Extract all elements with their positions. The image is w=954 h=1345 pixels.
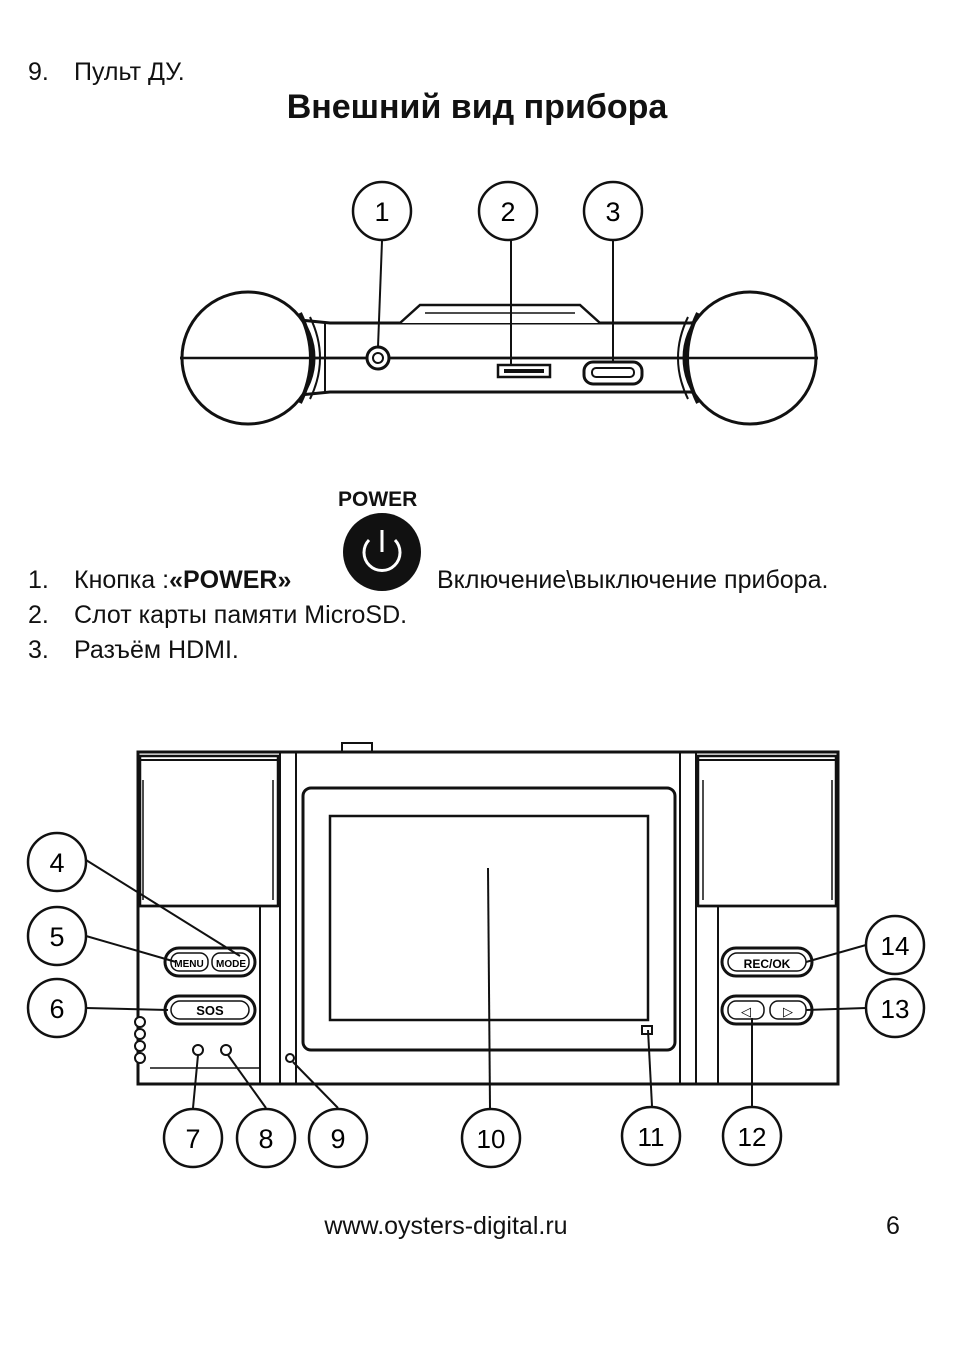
sos-button[interactable]: SOS [163,994,257,1026]
svg-text:1: 1 [374,197,389,227]
list-item-3: 3. Разъём HDMI. [28,636,239,665]
svg-text:13: 13 [881,994,910,1024]
svg-text:8: 8 [258,1124,273,1154]
svg-text:10: 10 [477,1124,506,1154]
svg-text:7: 7 [185,1124,200,1154]
left-arrow-icon: ◁ [741,1004,751,1019]
svg-text:5: 5 [49,922,64,952]
callout-3: 3 [582,180,644,242]
page-title: Внешний вид прибора [286,88,668,126]
list-text: Слот карты памяти MicroSD. [74,601,408,629]
svg-text:3: 3 [605,197,620,227]
svg-text:11: 11 [638,1122,665,1152]
rec-ok-button[interactable]: REC/OK [720,946,814,978]
page-number: 6 [886,1212,900,1240]
list-text-prefix: Кнопка : [74,566,170,594]
menu-label: MENU [174,959,203,970]
list-item-1-description: Включение\выключение прибора. [437,566,829,594]
callout-8: 8 [235,1107,297,1169]
callout-14: 14 [864,914,926,976]
callout-13: 13 [864,977,926,1039]
device-top-view: 1 2 3 [180,180,818,426]
list-number: 9. [28,58,49,86]
svg-text:4: 4 [49,848,64,878]
power-icon [343,513,421,591]
list-text: Пульт ДУ. [74,58,185,86]
sos-label: SOS [196,1003,224,1018]
svg-text:9: 9 [330,1124,345,1154]
menu-mode-button[interactable]: MENU MODE [163,946,257,978]
list-item-2: 2. Слот карты памяти MicroSD. [28,601,407,630]
rec-ok-label: REC/OK [744,957,791,971]
right-arrow-icon: ▷ [783,1004,793,1019]
callout-12: 12 [721,1105,783,1167]
list-number: 1. [28,566,49,594]
mode-label: MODE [216,959,246,970]
callout-11: 11 [620,1105,682,1167]
arrow-buttons[interactable]: ◁ ▷ [720,994,814,1026]
list-text: Разъём HDMI. [74,636,239,664]
list-item-1: 1. Кнопка :«POWER» [28,566,291,595]
svg-text:14: 14 [881,931,910,961]
callout-9: 9 [307,1107,369,1169]
list-number: 3. [28,636,49,664]
list-item-9: 9. Пульт ДУ. [28,58,185,87]
footer-url: www.oysters-digital.ru [324,1212,568,1240]
callout-4: 4 [26,831,88,893]
housing-ridge [399,303,601,324]
callout-1: 1 [351,180,413,242]
device-front-view: MENU MODE SOS REC/OK ◁ ▷ 4 5 6 [26,742,926,1169]
power-caption: POWER [338,488,418,511]
svg-text:6: 6 [49,994,64,1024]
svg-text:2: 2 [500,197,515,227]
callout-7: 7 [162,1107,224,1169]
callout-6: 6 [26,977,88,1039]
callout-2: 2 [477,180,539,242]
list-number: 2. [28,601,49,629]
svg-text:12: 12 [738,1122,767,1152]
indicator-led [641,1025,653,1035]
callout-10: 10 [460,1107,522,1169]
list-text-bold: «POWER» [169,566,292,594]
callout-5: 5 [26,905,88,967]
